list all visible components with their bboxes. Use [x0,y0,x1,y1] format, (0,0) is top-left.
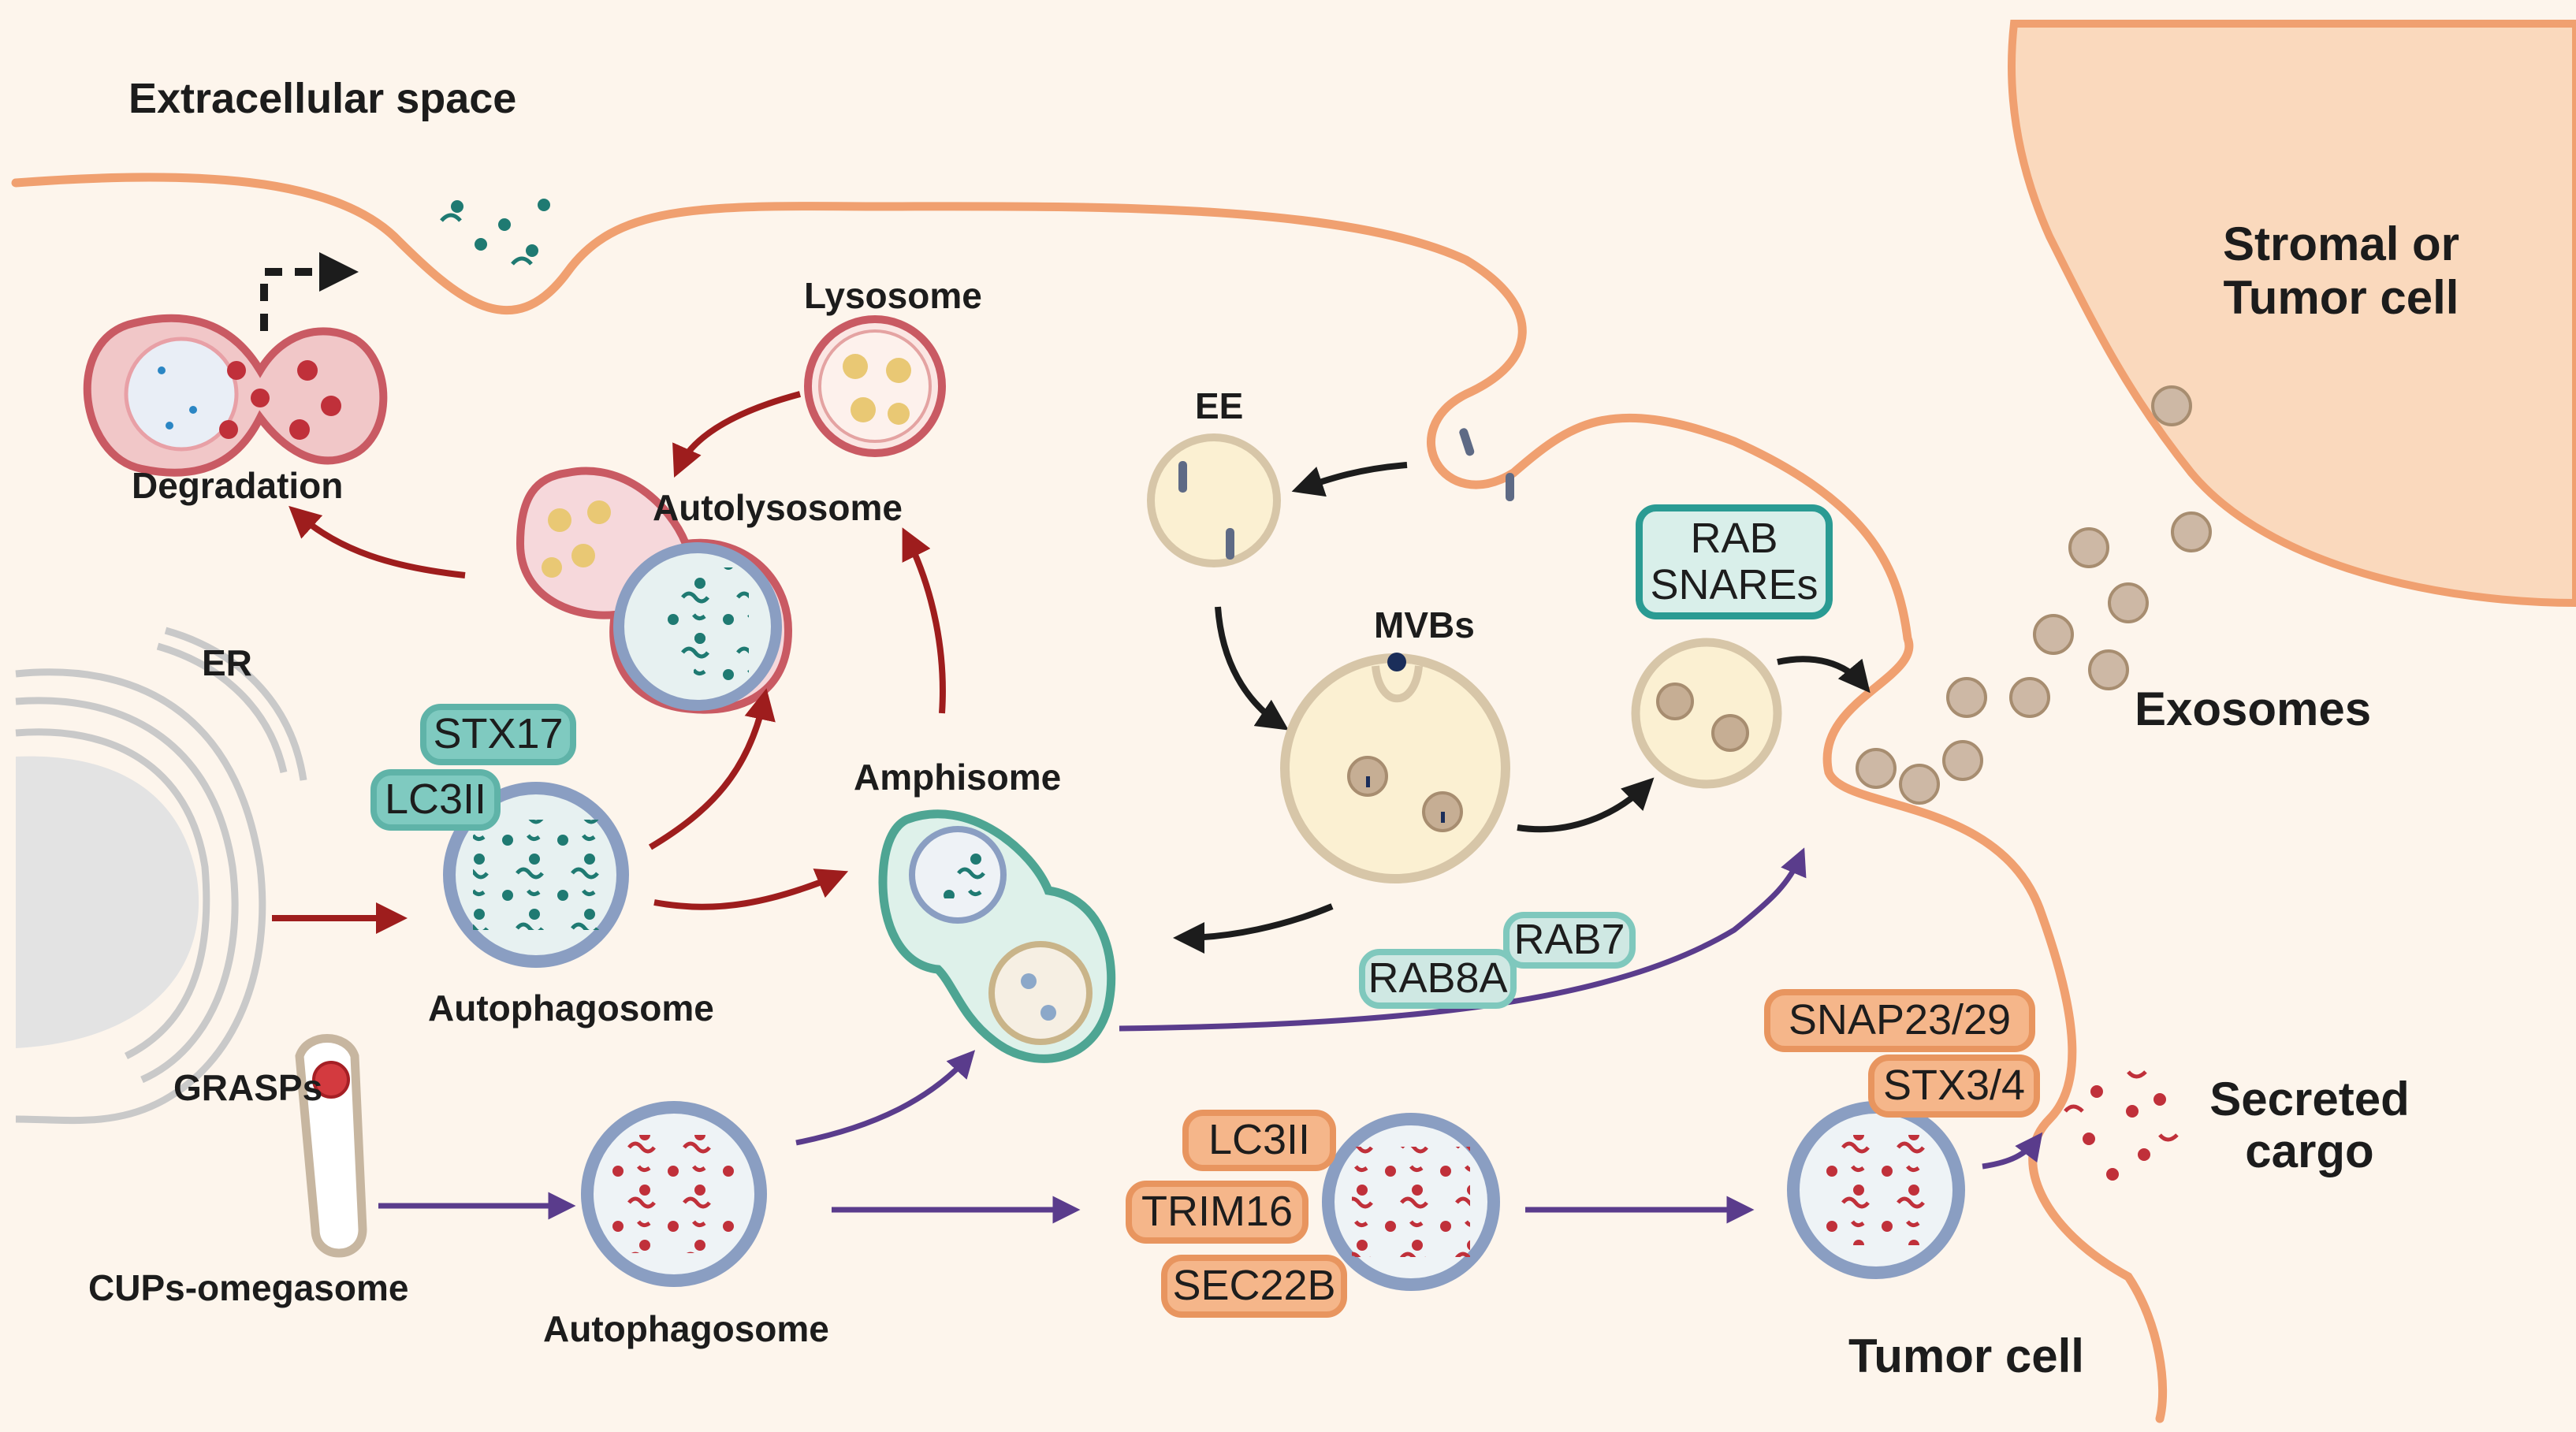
arrow-autophagosome-to-autolysosome [648,688,776,850]
arrow-ee-to-mvbs [1215,606,1289,731]
stx17-badge: STX17 [420,704,576,765]
endoplasmic-reticulum [15,627,307,1125]
tumor-cell-label: Tumor cell [1848,1330,2084,1382]
arrow-membrane-to-ee [1291,462,1408,497]
extracellular-space-label: Extracellular space [128,75,517,122]
rab-label: RAB [1690,514,1778,562]
sec22b-badge: SEC22B [1161,1255,1347,1318]
exosomes-label: Exosomes [2135,683,2372,735]
nucleus [16,756,199,1048]
secreted-cargo-label: Secreted cargo [2191,1076,2428,1175]
arrow-amphisome-to-membrane [1119,847,1807,1032]
arrow-amphisome-to-autolysosome [902,527,946,714]
arrow-lysosome-to-autolysosome [672,391,802,478]
secreted-label-line1: Secreted [2209,1073,2410,1125]
rab7-badge: RAB7 [1503,912,1636,969]
plasma-membrane [11,173,2168,1423]
arrow-secretory-to-membrane [1777,656,1871,694]
exosomes [1856,385,2212,805]
membrane-receptors [1459,428,1514,501]
arrow-mvbs-to-secretory [1517,777,1655,833]
grasps-label: GRASPs [173,1067,323,1108]
cups-omegasome [295,1034,367,1258]
cups-omegasome-label: CUPs-omegasome [88,1267,409,1308]
autolysosome-label: Autolysosome [653,487,903,528]
autophagosome-bottom-label: Autophagosome [543,1308,829,1349]
mvbs-label: MVBs [1374,604,1475,645]
stromal-label-line1: Stromal or [2222,218,2460,270]
trim16-badge: TRIM16 [1126,1181,1308,1244]
amphisome [878,809,1116,1063]
lc3ii-teal-badge: LC3II [370,769,501,831]
lysosome-label: Lysosome [804,275,982,316]
arrow-autolysosome-to-degradation [288,505,466,578]
degradation-label: Degradation [132,465,344,506]
lc3ii-orange-badge: LC3II [1182,1110,1336,1171]
lysosome [804,315,946,457]
stromal-label-line2: Tumor cell [2223,271,2459,324]
secretory-mvb [1631,638,1782,789]
autophagosome-top [443,782,629,968]
rab8a-badge: RAB8A [1359,949,1517,1009]
stromal-cell [2008,20,2576,608]
stx3-4-badge: STX3/4 [1868,1054,2040,1118]
autophagosome-top-label: Autophagosome [428,988,714,1028]
stromal-cell-label: Stromal or Tumor cell [2176,221,2507,322]
secretory-autophagosome [1322,1113,1500,1291]
arrow-mvbs-to-amphisome [1173,903,1334,954]
autophagosome-bottom [581,1101,767,1287]
ee-label: EE [1195,385,1244,426]
er-label: ER [202,642,252,683]
snap23-29-badge: SNAP23/29 [1764,989,2035,1052]
multivesicular-body [1280,653,1510,883]
amphisome-label: Amphisome [854,757,1062,798]
arrow-autophagosome-to-amphisome [653,868,849,910]
snares-label: SNAREs [1650,561,1818,608]
secreted-cargo [2064,1070,2179,1181]
released-contents [440,199,550,266]
arrow-autophagosome-to-amphisome-secretory [795,1050,976,1146]
rab-snares-badge: RAB SNAREs [1636,504,1833,619]
early-endosome [1147,433,1281,567]
secreted-label-line2: cargo [2245,1125,2374,1177]
fusing-autophagosome [1787,1101,1965,1279]
arrow-to-secreted-cargo [1982,1132,2043,1170]
degradation-vesicle [83,314,388,477]
autolysosome [516,467,793,714]
